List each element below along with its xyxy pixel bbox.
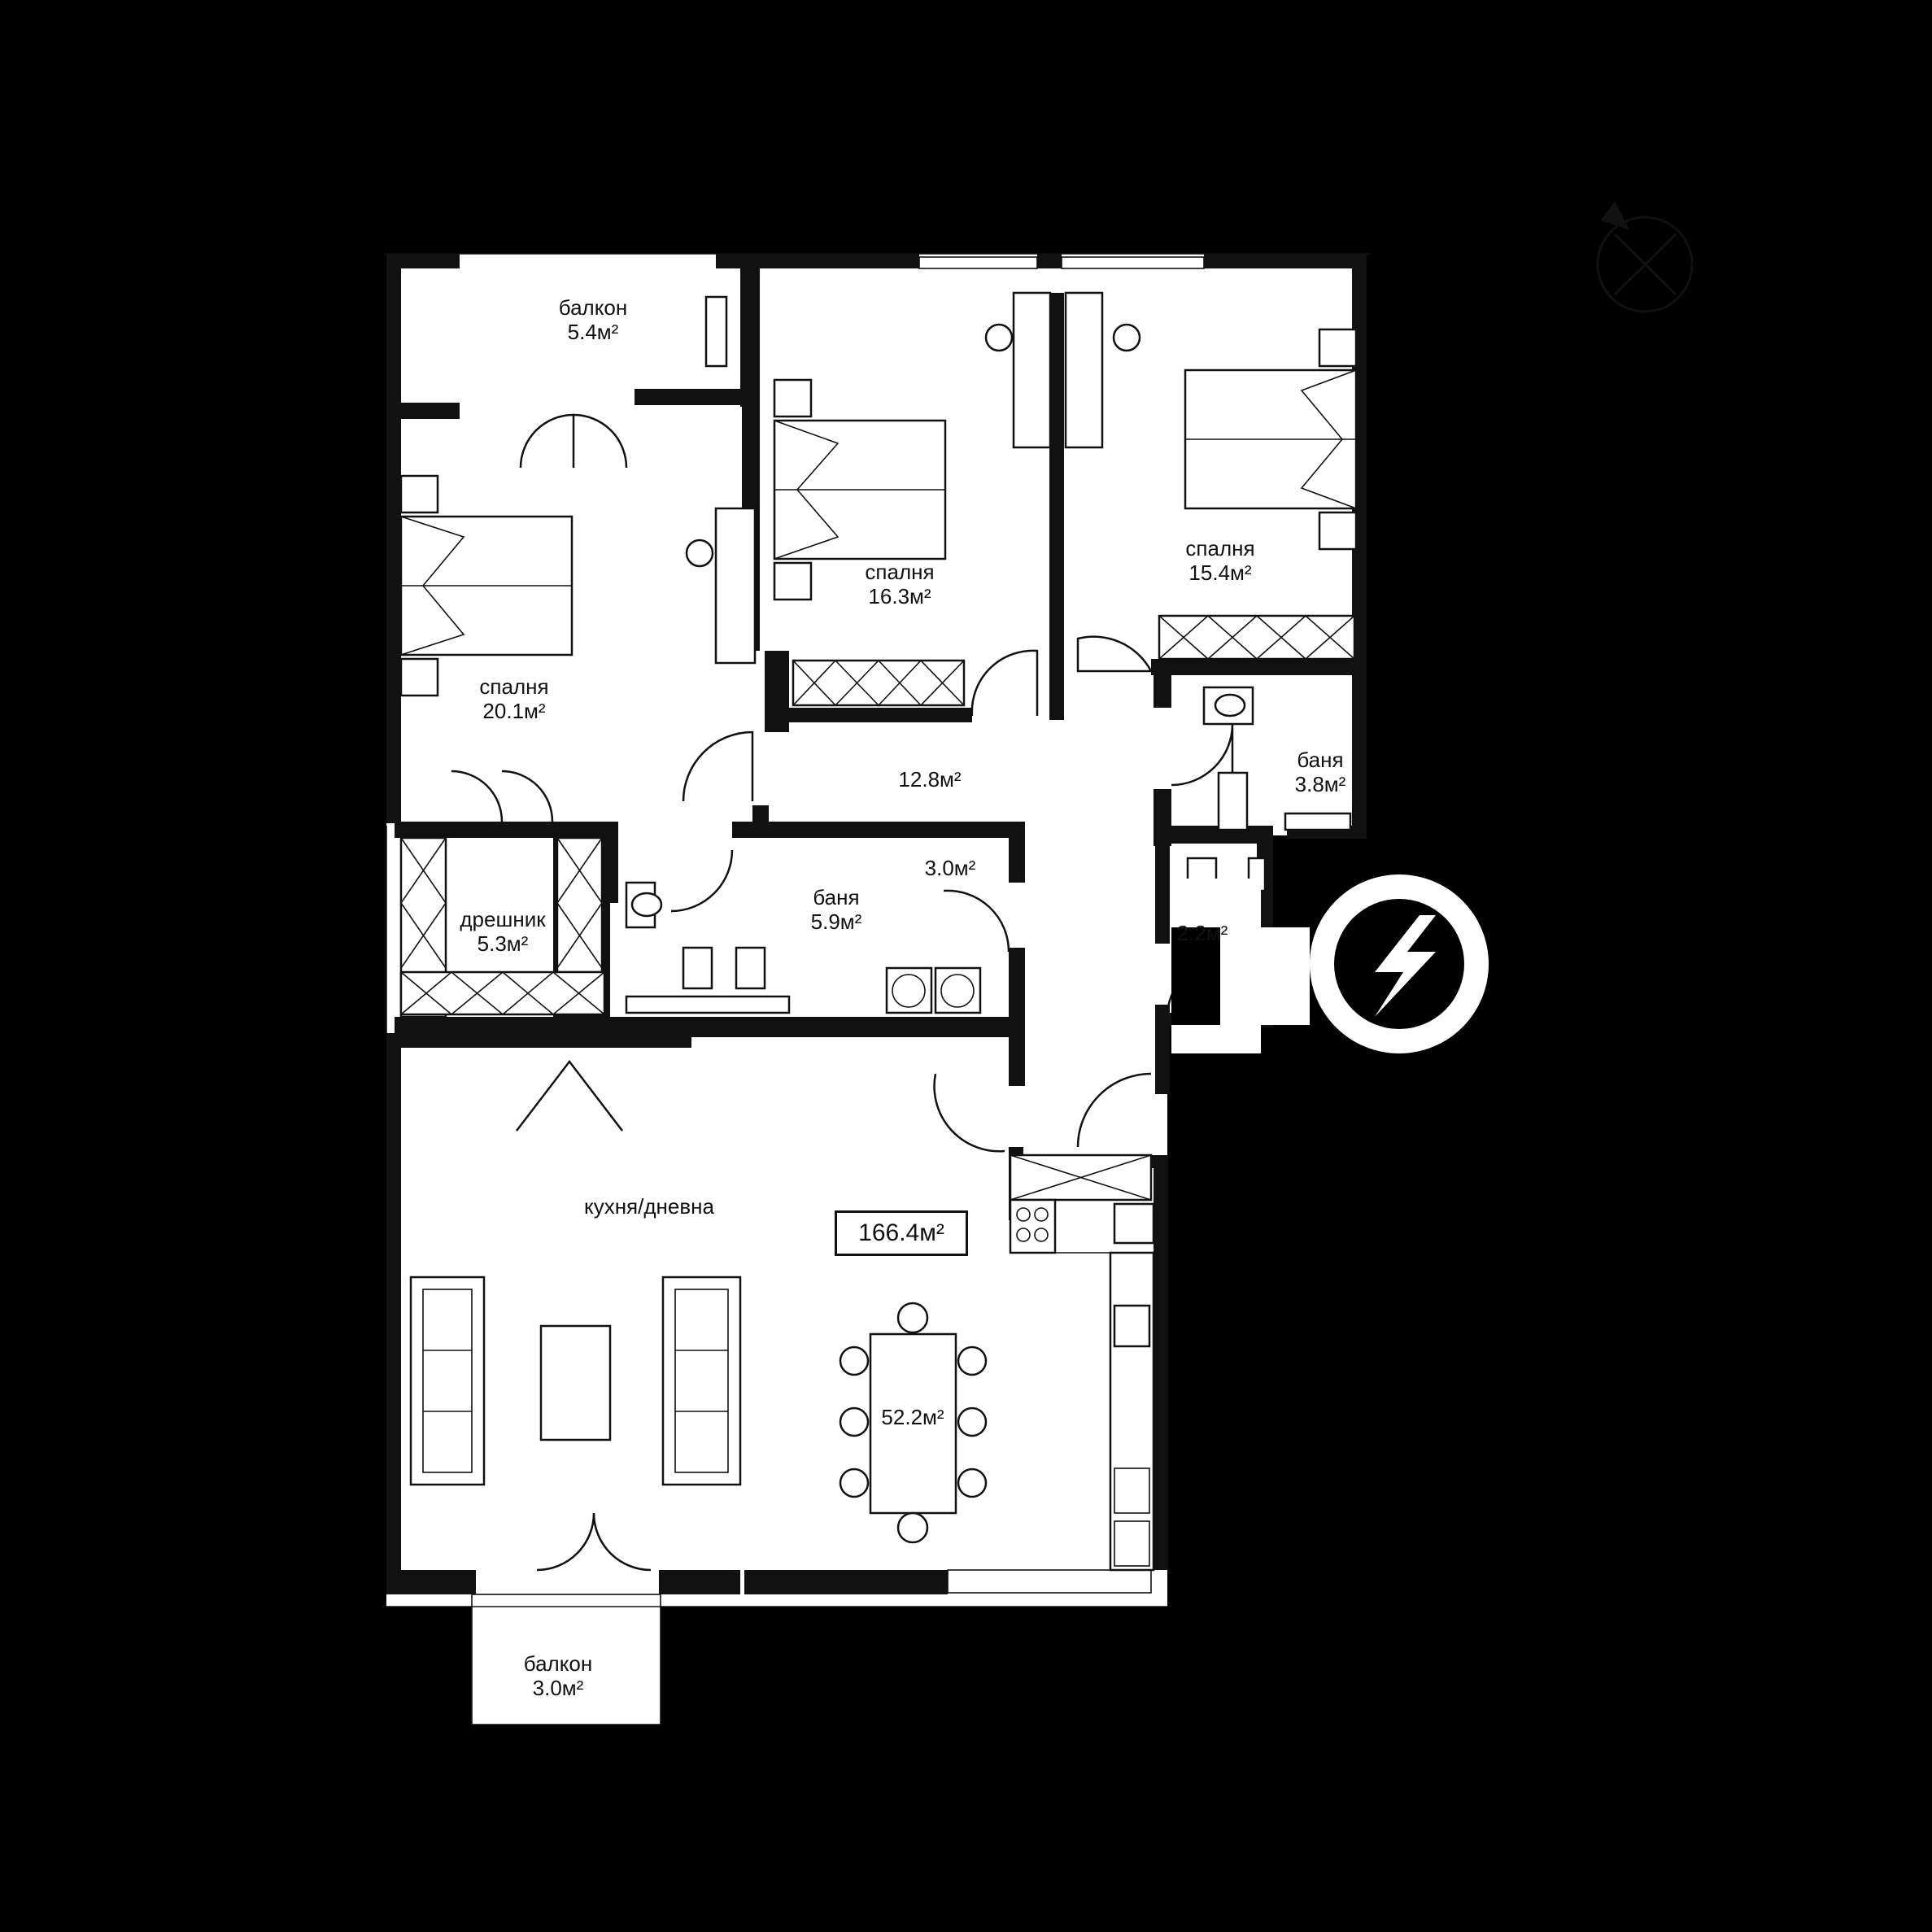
room-area: 3.0м² <box>532 1676 584 1700</box>
dining-set <box>839 1302 988 1544</box>
room-label-bathroom-small: баня 3.8м² <box>1295 748 1346 796</box>
room-label-hallway: 12.8м² <box>898 767 961 792</box>
room-name: спалня <box>1185 536 1255 560</box>
room-area: 2.2м² <box>1176 921 1228 945</box>
bed-1 <box>399 474 573 697</box>
windows <box>382 253 1371 1607</box>
room-label-wc: 2.2м² <box>1177 921 1228 945</box>
compass-icon <box>1596 201 1694 313</box>
wardrobes <box>399 614 1356 1018</box>
total-area-badge: 166.4м² <box>835 1210 968 1256</box>
room-area: 20.1м² <box>482 699 546 723</box>
bed-2 <box>773 378 947 601</box>
room-name: баня <box>813 885 860 909</box>
room-label-bedroom-2: спалня 16.3м² <box>865 560 934 608</box>
room-area: 5.3м² <box>477 931 529 956</box>
balcony-details <box>471 295 728 1725</box>
exterior-walls <box>386 254 1367 1594</box>
room-label-wardrobe: дрешник 5.3м² <box>460 907 545 956</box>
living-furniture <box>409 1276 742 1486</box>
room-name: балкон <box>523 1651 593 1676</box>
room-area: 3.0м² <box>924 856 976 880</box>
room-name: баня <box>1297 748 1344 772</box>
room-name: спалня <box>865 560 935 584</box>
doors <box>451 413 1234 1572</box>
room-area: 5.4м² <box>567 320 619 344</box>
room-label-kitchen-living: кухня/дневна <box>584 1194 714 1219</box>
room-area: 15.4м² <box>1188 560 1252 585</box>
room-area: 52.2м² <box>881 1405 944 1429</box>
room-name: балкон <box>558 295 628 320</box>
room-area: 12.8м² <box>898 767 962 792</box>
room-area: 5.9м² <box>810 909 862 934</box>
room-label-balcony-top: балкон 5.4м² <box>559 295 627 344</box>
room-label-bedroom-1: спалня 20.1м² <box>479 674 548 723</box>
kitchen-counter <box>1009 1154 1155 1572</box>
bathroom-fixtures <box>625 686 1352 1014</box>
room-label-bedroom-3: спалня 15.4м² <box>1185 536 1254 585</box>
bed-3 <box>1184 328 1358 551</box>
room-label-balcony-bottom: балкон 3.0м² <box>524 1651 592 1700</box>
room-label-dining-area: 52.2м² <box>881 1405 944 1429</box>
lightning-logo-icon <box>1171 874 1489 1053</box>
room-area: 16.3м² <box>868 584 931 608</box>
room-name: дрешник <box>460 907 546 931</box>
room-label-bathroom-main: баня 5.9м² <box>811 885 862 934</box>
desks <box>685 291 1141 665</box>
room-label-laundry: 3.0м² <box>925 856 976 880</box>
room-area: 3.8м² <box>1294 772 1346 796</box>
room-name: спалня <box>479 674 549 699</box>
room-name: кухня/дневна <box>584 1194 714 1219</box>
